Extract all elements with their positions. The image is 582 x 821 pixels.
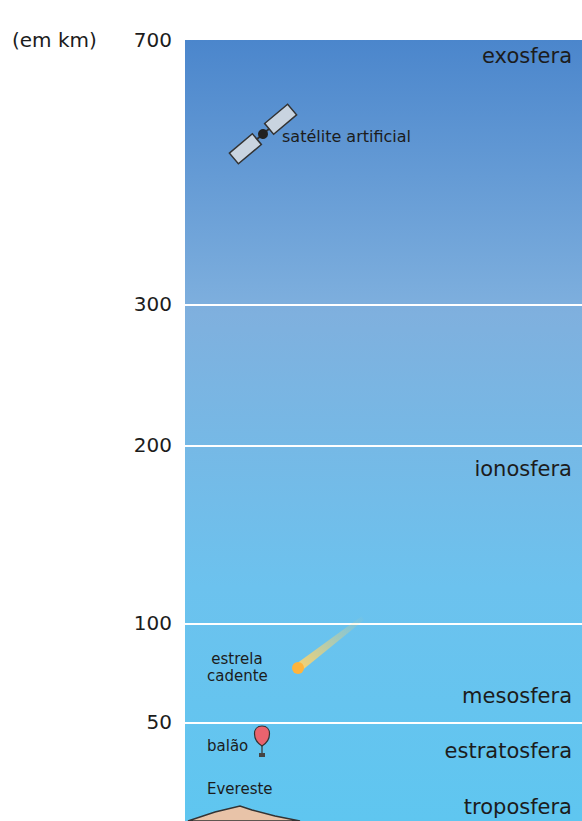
- layer-lines: [185, 305, 582, 723]
- layer-name: estratosfera: [445, 740, 572, 763]
- object-label: balão: [207, 738, 248, 755]
- axis-unit: (em km): [12, 29, 97, 51]
- object-label: satélite artificial: [282, 128, 411, 146]
- layer-name: exosfera: [482, 45, 572, 68]
- layer-name: troposfera: [464, 796, 572, 819]
- object-label: estrela cadente: [207, 651, 267, 684]
- everest-mountain: [188, 806, 300, 821]
- axis-number: 200: [134, 434, 172, 456]
- layer-name: mesosfera: [462, 685, 572, 708]
- balloon-icon: [255, 726, 270, 757]
- axis-number: 700: [134, 29, 172, 51]
- axis-number: 100: [134, 612, 172, 634]
- axis-number: 50: [147, 711, 172, 733]
- object-label: Evereste: [207, 781, 273, 798]
- sky-panel: [185, 40, 582, 821]
- axis-number: 300: [134, 293, 172, 315]
- layer-name: ionosfera: [474, 458, 572, 481]
- meteor-icon: [292, 616, 364, 674]
